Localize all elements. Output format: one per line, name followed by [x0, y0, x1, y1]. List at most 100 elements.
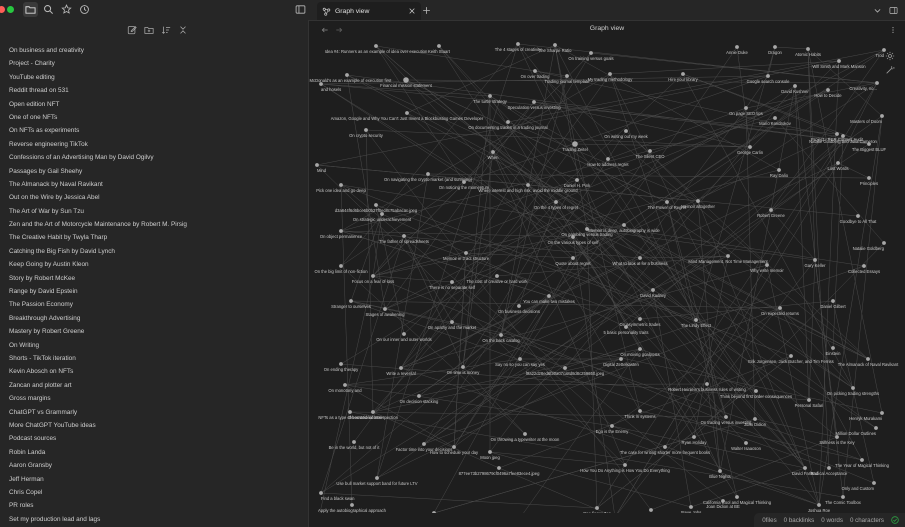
graph-node[interactable]: Be in the world, but not of it [329, 440, 381, 450]
back-button[interactable] [320, 25, 330, 35]
graph-node-dot[interactable] [563, 366, 567, 370]
graph-node-dot[interactable] [380, 212, 384, 216]
graph-node[interactable]: Erik Jorgensen, Jack Butcher, and Tim Fe… [748, 354, 834, 364]
graph-node-dot[interactable] [872, 481, 876, 485]
graph-node-dot[interactable] [422, 442, 426, 446]
graph-node-dot[interactable] [663, 445, 667, 449]
file-item[interactable]: Mastery by Robert Greene [9, 328, 85, 336]
graph-node[interactable]: On decision stacking [400, 394, 439, 404]
graph-node-dot[interactable] [405, 111, 409, 115]
graph-node-dot[interactable] [721, 499, 725, 503]
file-item[interactable]: The Almanack by Naval Ravikant [9, 180, 103, 188]
graph-node-dot[interactable] [826, 88, 830, 92]
graph-node-dot[interactable] [319, 82, 323, 86]
graph-node-dot[interactable] [827, 466, 831, 470]
graph-node[interactable]: NFTs as a type of boosted income [318, 410, 382, 420]
graph-node[interactable]: Daniel H. Pink [564, 178, 591, 188]
graph-node-dot[interactable] [766, 74, 770, 78]
graph-node[interactable]: Gary Keller [805, 258, 827, 268]
graph-node[interactable]: Personal Safari [795, 398, 824, 408]
graph-node[interactable]: Memoir in 3 act structure [443, 251, 490, 261]
file-item[interactable]: Catching the Big Fish by David Lynch [9, 247, 115, 255]
graph-node-dot[interactable] [856, 214, 860, 218]
file-item[interactable]: Podcast sources [9, 435, 57, 443]
file-item[interactable]: Shorts - TikTok iteration [9, 354, 76, 362]
graph-node-dot[interactable] [516, 42, 520, 46]
graph-node-dot[interactable] [348, 410, 352, 414]
graph-node[interactable]: The father of spreadsheets [379, 234, 429, 244]
graph-node[interactable]: Speculation versus investing [507, 100, 561, 110]
graph-node-dot[interactable] [506, 120, 510, 124]
graph-node[interactable]: On monotony and [328, 383, 362, 393]
graph-node[interactable]: 5 basic personality traits [604, 325, 649, 335]
graph-node-dot[interactable] [867, 176, 871, 180]
graph-node-dot[interactable] [835, 435, 839, 439]
graph-node[interactable]: Blue Nights [709, 469, 731, 479]
file-item[interactable]: Zen and the Art of Motorcycle Maintenanc… [9, 221, 187, 229]
graph-node[interactable]: The Power of Regret [648, 200, 687, 210]
file-item[interactable]: Robin Landa [9, 448, 46, 456]
graph-node-dot[interactable] [339, 183, 343, 187]
graph-node[interactable]: On asymmetric trades [620, 317, 661, 327]
graph-node[interactable]: Joshua Roe [808, 503, 831, 513]
graph-node[interactable]: On throwing a typewriter at the moon [491, 432, 560, 442]
graph-node[interactable]: Stranger to ourselves [331, 299, 371, 309]
tab-list-button[interactable] [872, 5, 882, 15]
graph-node[interactable]: On object permanence [320, 229, 363, 239]
graph-node-dot[interactable] [866, 357, 870, 361]
graph-node-dot[interactable] [450, 280, 454, 284]
graph-node-dot[interactable] [753, 417, 757, 421]
graph-node-dot[interactable] [371, 410, 375, 414]
graph-node[interactable]: The Biggest BLUF [852, 142, 887, 152]
graph-node-dot[interactable] [649, 508, 653, 512]
tab-graph-view[interactable]: Graph view [317, 2, 421, 20]
graph-node-dot[interactable] [343, 383, 347, 387]
graph-node[interactable]: 877ee73b2798679cf0496a7fee83ece4.jpeg [459, 466, 540, 476]
graph-node-dot[interactable] [836, 161, 840, 165]
graph-node[interactable]: On training versus goals [568, 51, 614, 61]
graph-node-dot[interactable] [437, 44, 441, 48]
graph-node[interactable]: Quote about regret [555, 256, 591, 266]
graph-node[interactable]: On ending therapy [324, 362, 359, 372]
graph-node[interactable]: On over trading [521, 69, 551, 79]
graph-node-dot[interactable] [638, 347, 642, 351]
graph-node-dot[interactable] [624, 325, 628, 329]
graph-node-dot[interactable] [874, 426, 878, 430]
graph-node[interactable]: Natalie Goldberg [853, 241, 886, 251]
graph-node-dot[interactable] [807, 398, 811, 402]
file-explorer-button[interactable] [23, 2, 38, 17]
file-item[interactable]: On business and creativity [9, 47, 84, 54]
graph-node-dot[interactable] [882, 48, 886, 52]
graph-node-dot[interactable] [638, 409, 642, 413]
graph-node[interactable]: On trading versus investing [701, 415, 752, 425]
graph-node[interactable]: On McDonald's as an example of execution… [309, 73, 392, 83]
right-sidebar-toggle[interactable] [888, 5, 898, 15]
graph-node-dot[interactable] [364, 128, 368, 132]
graph-node-dot[interactable] [793, 84, 797, 88]
graph-node[interactable]: Focus on a fear of loss [352, 274, 394, 284]
graph-node[interactable]: Natalie Goldberg and Julia Cameron [809, 134, 878, 144]
graph-node-dot[interactable] [624, 129, 628, 133]
graph-node-dot[interactable] [735, 45, 739, 49]
graph-node-dot[interactable] [417, 394, 421, 398]
graph-node[interactable]: Say no so you can say yes [495, 357, 545, 367]
graph-node[interactable]: Find a black swan [319, 491, 355, 501]
graph-node-dot[interactable] [497, 466, 501, 470]
file-item[interactable]: The Art of War by Sun Tzu [9, 207, 84, 215]
graph-node[interactable]: The Almanack of Naval Ravikant [838, 357, 899, 367]
graph-node[interactable]: How to address regret [587, 157, 629, 167]
file-item[interactable]: The Passion Economy [9, 301, 73, 309]
graph-node-dot[interactable] [554, 200, 558, 204]
file-item[interactable]: Set my production lead and lags [9, 515, 101, 523]
graph-node[interactable]: Robert Greene [757, 208, 786, 218]
graph-node-dot[interactable] [735, 495, 739, 499]
graph-node-dot[interactable] [623, 463, 627, 467]
graph-node-dot[interactable] [851, 386, 855, 390]
graph-node[interactable]: Stillness is the Key [819, 435, 855, 445]
graph-node-dot[interactable] [817, 503, 821, 507]
graph-node[interactable]: David Farland [792, 466, 819, 476]
graph-node[interactable]: On time is money [447, 365, 480, 375]
graph-node[interactable]: The case for writing shorter more freque… [620, 445, 710, 455]
graph-node[interactable]: On writing out my week [604, 129, 649, 139]
graph-node-dot[interactable] [860, 458, 864, 462]
